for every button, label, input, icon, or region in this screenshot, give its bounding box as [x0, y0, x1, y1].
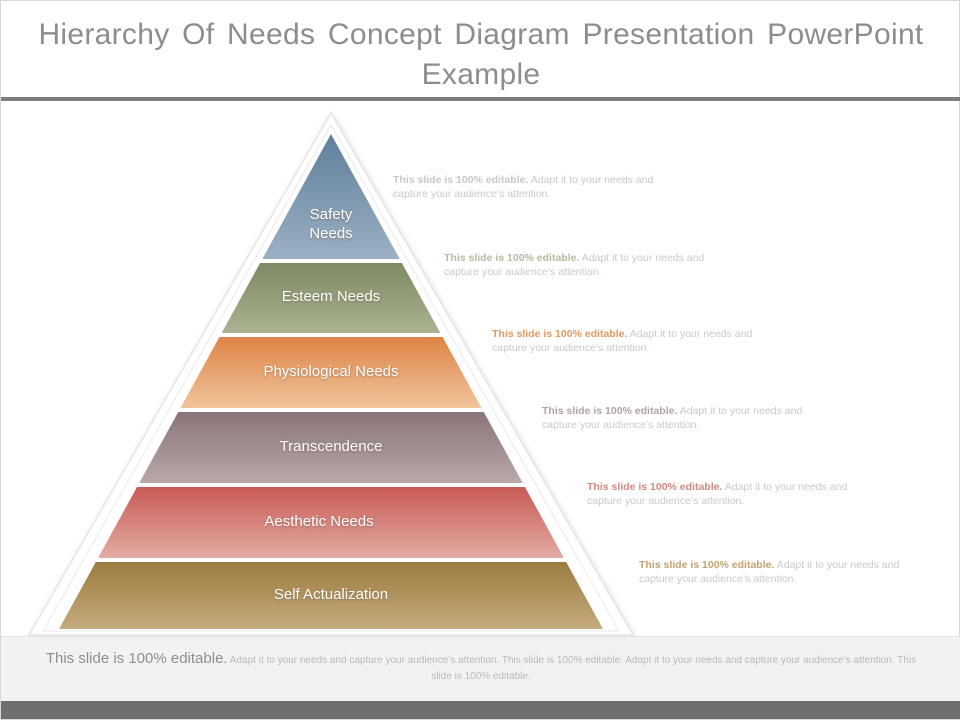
note-transcendence: This slide is 100% editable. Adapt it to… — [542, 404, 822, 432]
footer-bar — [1, 701, 960, 719]
page-title: Hierarchy Of Needs Concept Diagram Prese… — [38, 18, 924, 91]
note-physiological-needs: This slide is 100% editable. Adapt it to… — [492, 327, 772, 355]
note-rest-2: Adapt it to your needs and capture your … — [492, 328, 753, 354]
note-strong-5: This slide is 100% editable. — [639, 559, 775, 571]
note-safety-needs: This slide is 100% editable. Adapt it to… — [393, 173, 673, 201]
note-rest-4: Adapt it to your needs and capture your … — [587, 481, 848, 507]
note-rest-5: Adapt it to your needs and capture your … — [639, 559, 900, 585]
note-aesthetic-needs: This slide is 100% editable. Adapt it to… — [587, 480, 867, 508]
title-divider — [1, 97, 960, 101]
title-block: Hierarchy Of Needs Concept Diagram Prese… — [1, 15, 960, 95]
note-strong-1: This slide is 100% editable. — [444, 252, 580, 264]
note-strong-2: This slide is 100% editable. — [492, 328, 628, 340]
pyramid-diagram: Safety Needs Esteem Needs Physiological … — [1, 105, 960, 645]
caption-lead: This slide is 100% editable. — [45, 650, 228, 667]
caption-rest: Adapt it to your needs and capture your … — [227, 655, 917, 682]
note-esteem-needs: This slide is 100% editable. Adapt it to… — [444, 251, 724, 279]
note-strong-3: This slide is 100% editable. — [542, 405, 678, 417]
note-rest-3: Adapt it to your needs and capture your … — [542, 405, 803, 431]
note-rest-1: Adapt it to your needs and capture your … — [444, 252, 705, 278]
tier-self-actualization[interactable] — [1, 562, 960, 629]
pyramid-svg — [1, 111, 960, 636]
note-strong-0: This slide is 100% editable. — [393, 174, 529, 186]
note-strong-4: This slide is 100% editable. — [587, 481, 723, 493]
tier-aesthetic-needs[interactable] — [1, 487, 960, 558]
caption-bar: This slide is 100% editable. Adapt it to… — [1, 636, 960, 701]
pyramid-outline-inner-edge — [41, 123, 621, 632]
note-rest-0: Adapt it to your needs and capture your … — [393, 174, 654, 200]
caption-text: This slide is 100% editable. Adapt it to… — [39, 651, 923, 685]
note-self-actualization: This slide is 100% editable. Adapt it to… — [639, 558, 919, 586]
